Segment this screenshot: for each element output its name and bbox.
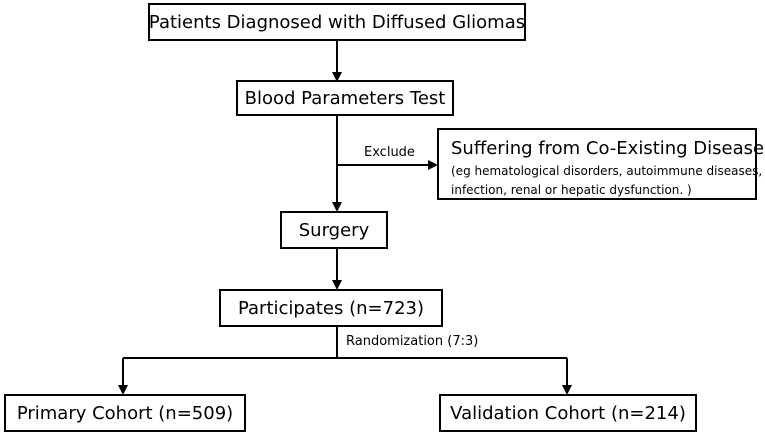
node-surgery: Surgery <box>280 211 388 249</box>
node-participates: Participates (n=723) <box>219 289 443 327</box>
node-primary-cohort: Primary Cohort (n=509) <box>4 394 246 432</box>
coexisting-detail-line1: (eg hematological disorders, autoimmune … <box>451 164 763 178</box>
label-randomization: Randomization (7:3) <box>346 334 479 349</box>
node-blood-test: Blood Parameters Test <box>236 80 454 116</box>
label-exclude: Exclude <box>364 145 415 160</box>
coexisting-detail-line2: infection, renal or hepatic dysfunction.… <box>451 183 692 197</box>
node-diagnosed: Patients Diagnosed with Diffused Gliomas <box>148 3 526 41</box>
node-validation-cohort: Validation Cohort (n=214) <box>439 394 697 432</box>
node-coexisting-disease: Suffering from Co-Existing Disease (eg h… <box>437 128 765 200</box>
coexisting-title: Suffering from Co-Existing Disease <box>451 138 765 159</box>
